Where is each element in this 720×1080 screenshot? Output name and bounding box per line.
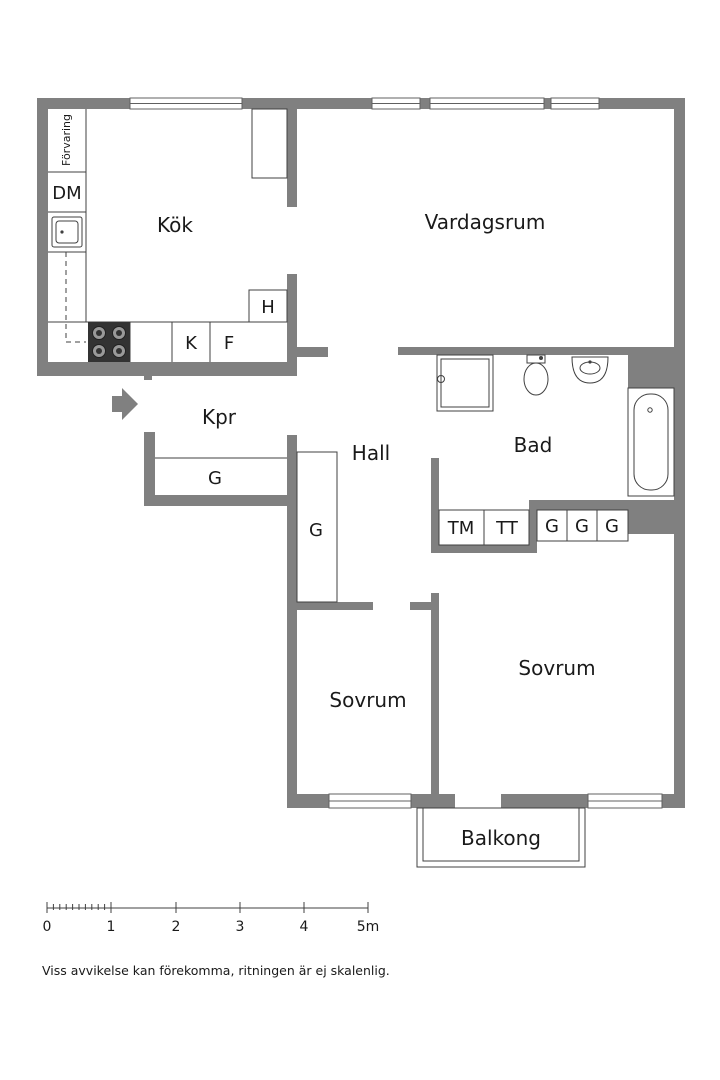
balcony-door (455, 794, 501, 808)
room-label-kitchen: Kök (157, 213, 193, 237)
fixture-label-wardrobe-kpr: G (208, 468, 222, 489)
sink-drain-icon (60, 230, 64, 234)
windows (129, 97, 663, 809)
scale-label-2: 2 (172, 919, 181, 935)
fixture-label-dishwasher: DM (52, 183, 81, 204)
room-label-bath: Bad (514, 433, 553, 457)
fixture-label-dryer: TT (495, 518, 519, 539)
walls (37, 98, 685, 808)
tub-drain-icon (647, 407, 653, 413)
room-label-hall: Hall (352, 441, 390, 465)
scale-label-4: 4 (300, 919, 309, 935)
fixture-label-wardrobe-hall: G (309, 520, 323, 541)
fixture-label-wardrobe-bath-2: G (575, 516, 589, 537)
fixture-label-storage: Förvaring (60, 114, 73, 166)
basin-faucet-icon (588, 360, 592, 364)
room-label-living: Vardagsrum (425, 210, 546, 234)
scale-bar (46, 902, 369, 913)
wardrobe-outlines (155, 451, 338, 603)
room-label-bedroom-small: Sovrum (329, 688, 406, 712)
cooktop-icon (88, 322, 130, 362)
scale-label-5m: 5m (357, 919, 380, 935)
room-label-balcony: Balkong (461, 826, 541, 850)
fixture-label-fridge: K (185, 333, 198, 354)
balcony-outline (416, 807, 586, 868)
bath-fixtures (436, 354, 675, 546)
fixture-label-h: H (261, 297, 275, 318)
scale-label-0: 0 (43, 919, 52, 935)
room-label-kpr: Kpr (202, 405, 237, 429)
toilet-flush-icon (539, 356, 543, 360)
entry-arrow-icon (112, 388, 138, 420)
fixture-label-freezer: F (224, 333, 234, 354)
fixture-label-wardrobe-bath-3: G (605, 516, 619, 537)
fixture-label-wardrobe-bath-1: G (545, 516, 559, 537)
scale-label-1: 1 (107, 919, 116, 935)
disclaimer-text: Viss avvikelse kan förekomma, ritningen … (42, 963, 390, 978)
room-label-bedroom-large: Sovrum (518, 656, 595, 680)
scale-label-3: 3 (236, 919, 245, 935)
shower-head-icon (437, 371, 445, 383)
fixture-label-washer: TM (447, 518, 475, 539)
